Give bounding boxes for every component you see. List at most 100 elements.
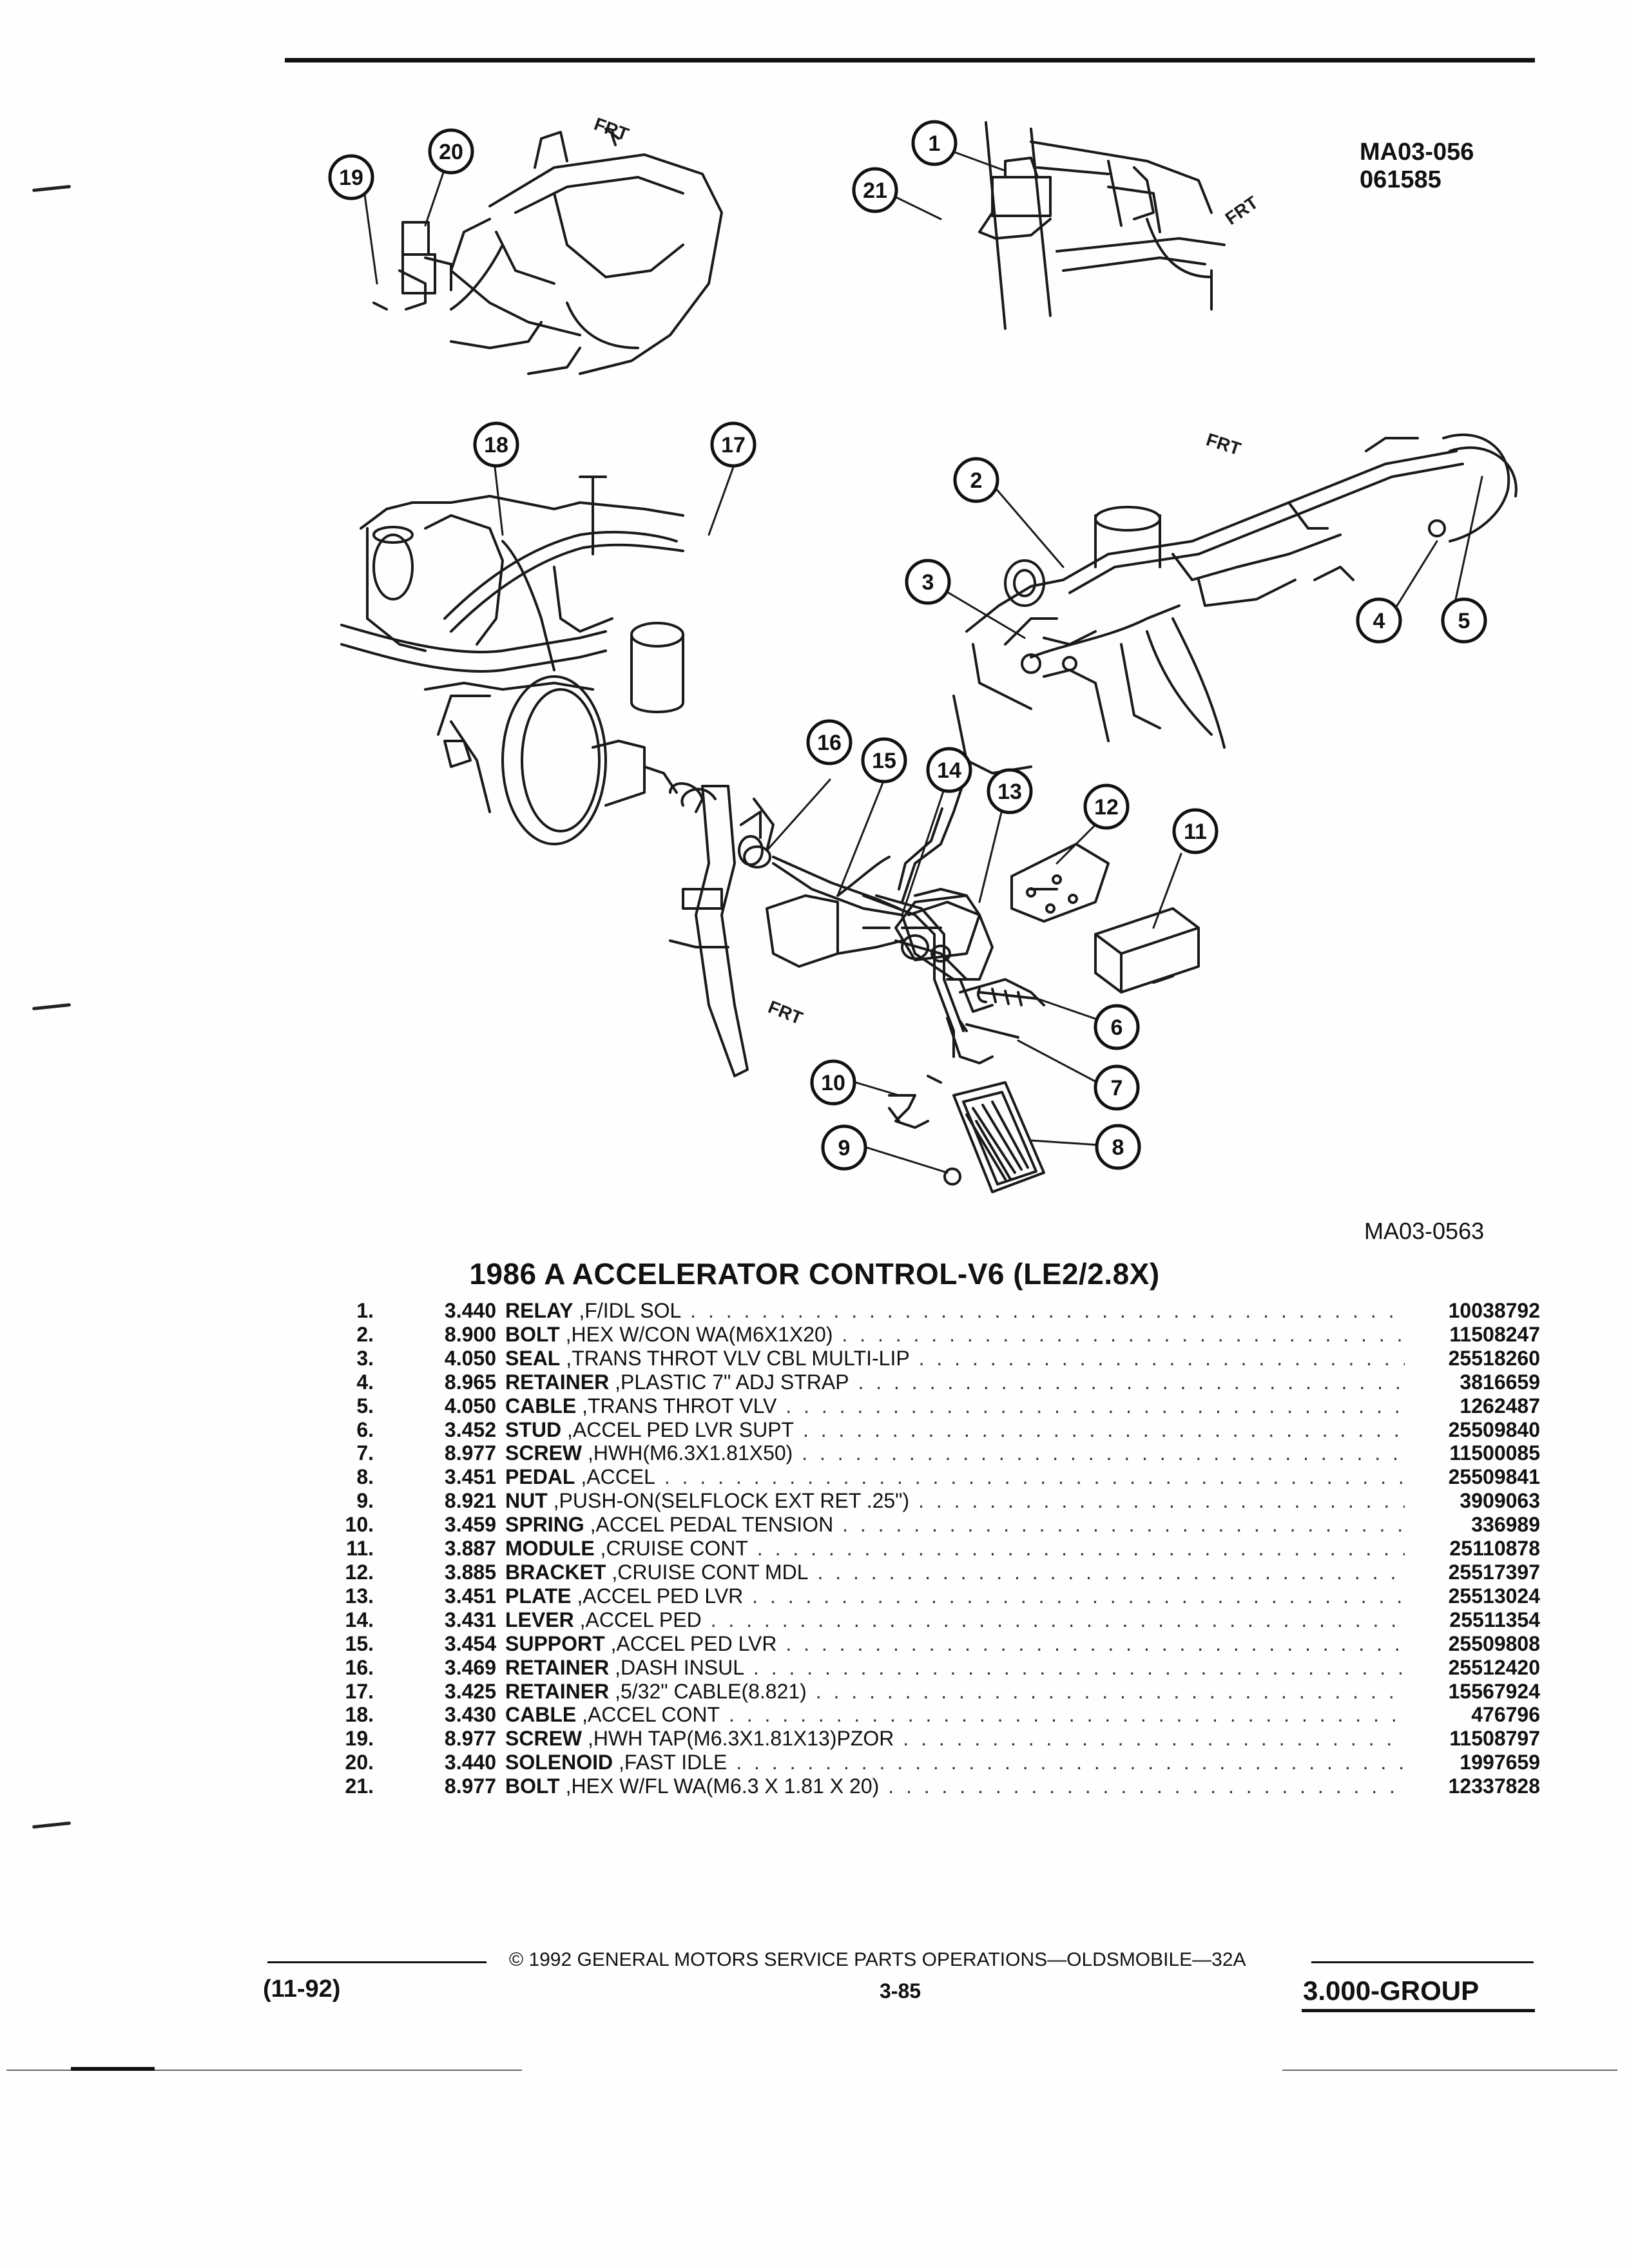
callout-15: 15 [861, 737, 907, 783]
scan-line-left [6, 2070, 522, 2071]
part-detail: ,F/IDL SOL [579, 1299, 682, 1322]
part-number: 25509808 [1448, 1631, 1540, 1655]
part-detail: ,CRUISE CONT MDL [612, 1560, 809, 1584]
callout-number: 16 [817, 731, 842, 755]
group-number: 3.451 [444, 1465, 496, 1489]
callout-number: 17 [721, 433, 746, 457]
callout-13: 13 [987, 768, 1033, 814]
group-number: 8.977 [444, 1774, 496, 1798]
callout-1: 1 [911, 120, 958, 166]
part-number: 25517397 [1448, 1560, 1540, 1584]
leader-dots: . . . . . . . . . . . . . . . . . . . . … [903, 1727, 1405, 1751]
part-detail: ,HWH TAP(M6.3X1.81X13)PZOR [588, 1727, 894, 1751]
callout-number: 11 [1184, 820, 1207, 844]
group-number: 8.965 [444, 1370, 496, 1394]
item-number: 9. [356, 1489, 374, 1513]
part-number: 10038792 [1448, 1299, 1540, 1322]
callout-16: 16 [806, 719, 853, 765]
part-detail: ,ACCEL CONT [582, 1703, 720, 1727]
part-detail: ,CRUISE CONT [600, 1537, 748, 1561]
section-group: 3.000-GROUP [1303, 1975, 1480, 2006]
item-number: 1. [356, 1299, 374, 1322]
part-number: 3909063 [1460, 1489, 1540, 1513]
item-number: 12. [345, 1560, 374, 1584]
part-number: 11500085 [1449, 1441, 1540, 1465]
leader-dots: . . . . . . . . . . . . . . . . . . . . … [858, 1370, 1405, 1394]
part-description: RELAY ,F/IDL SOL . . . . . . . . . . . .… [505, 1299, 1405, 1323]
leader-dots: . . . . . . . . . . . . . . . . . . . . … [918, 1489, 1405, 1513]
part-detail: ,PLASTIC 7" ADJ STRAP [615, 1370, 849, 1394]
item-number: 13. [345, 1584, 374, 1608]
item-number: 2. [356, 1322, 374, 1346]
callout-number: 8 [1112, 1135, 1124, 1160]
part-name: RELAY [505, 1299, 574, 1322]
callout-number: 10 [821, 1071, 845, 1095]
part-detail: ,HEX W/FL WA(M6.3 X 1.81 X 20) [565, 1774, 880, 1798]
copyright-notice: © 1992 GENERAL MOTORS SERVICE PARTS OPER… [509, 1949, 1246, 1970]
callout-number: 2 [970, 468, 983, 493]
part-name: SEAL [505, 1346, 561, 1370]
part-name: CABLE [505, 1394, 577, 1418]
part-description: BRACKET ,CRUISE CONT MDL . . . . . . . .… [505, 1561, 1405, 1584]
callout-4: 4 [1356, 597, 1402, 644]
leader-dots: . . . . . . . . . . . . . . . . . . . . … [728, 1703, 1405, 1727]
part-name: NUT [505, 1489, 548, 1513]
engine-detail-top-left [372, 128, 723, 375]
part-number: 25511354 [1449, 1608, 1540, 1631]
part-description: CABLE ,ACCEL CONT . . . . . . . . . . . … [505, 1703, 1405, 1727]
part-name: SCREW [505, 1727, 583, 1751]
part-description: RETAINER ,PLASTIC 7" ADJ STRAP . . . . .… [505, 1370, 1405, 1394]
leader-dots: . . . . . . . . . . . . . . . . . . . . … [664, 1465, 1405, 1489]
part-detail: ,PUSH-ON(SELFLOCK EXT RET .25") [553, 1489, 910, 1513]
callout-10: 10 [810, 1059, 856, 1106]
part-name: SUPPORT [505, 1631, 605, 1655]
part-name: BOLT [505, 1774, 560, 1798]
part-description: SUPPORT ,ACCEL PED LVR . . . . . . . . .… [505, 1632, 1405, 1656]
part-description: SPRING ,ACCEL PEDAL TENSION . . . . . . … [505, 1513, 1405, 1537]
callout-number: 4 [1373, 609, 1385, 633]
part-number: 11508797 [1449, 1727, 1540, 1751]
callout-7: 7 [1094, 1064, 1140, 1111]
leader-dots: . . . . . . . . . . . . . . . . . . . . … [757, 1537, 1405, 1561]
part-description: SCREW ,HWH(M6.3X1.81X50) . . . . . . . .… [505, 1441, 1405, 1465]
item-number: 21. [345, 1774, 374, 1798]
item-number: 6. [356, 1418, 374, 1441]
leader-dots: . . . . . . . . . . . . . . . . . . . . … [842, 1513, 1405, 1537]
footer-bottom-rule [1302, 2009, 1535, 2012]
binder-mark [32, 1821, 72, 1829]
part-number: 1997659 [1460, 1751, 1540, 1774]
part-number: 25509841 [1448, 1465, 1540, 1489]
callout-number: 13 [998, 780, 1022, 804]
callout-number: 18 [484, 433, 508, 457]
group-number: 3.454 [444, 1631, 496, 1655]
part-number: 25110878 [1449, 1537, 1540, 1561]
part-name: RETAINER [505, 1679, 610, 1703]
part-detail: ,5/32" CABLE(8.821) [615, 1679, 807, 1703]
part-description: NUT ,PUSH-ON(SELFLOCK EXT RET .25") . . … [505, 1489, 1405, 1513]
figure-code-top: MA03-056 [1360, 139, 1474, 166]
part-name: PEDAL [505, 1465, 575, 1489]
item-number: 3. [356, 1346, 374, 1370]
top-rule [285, 58, 1535, 62]
leader-dots: . . . . . . . . . . . . . . . . . . . . … [690, 1299, 1405, 1322]
part-detail: ,HWH(M6.3X1.81X50) [588, 1441, 793, 1465]
item-number: 10. [345, 1513, 374, 1537]
leader-dots: . . . . . . . . . . . . . . . . . . . . … [802, 1418, 1405, 1441]
leader-dots: . . . . . . . . . . . . . . . . . . . . … [918, 1346, 1405, 1370]
part-number: 25509840 [1448, 1418, 1540, 1441]
leader-dots: . . . . . . . . . . . . . . . . . . . . … [753, 1655, 1405, 1679]
group-number: 3.452 [444, 1418, 496, 1441]
part-detail: ,FAST IDLE [619, 1751, 728, 1774]
item-number: 16. [345, 1655, 374, 1679]
callout-number: 21 [863, 178, 887, 203]
part-detail: ,ACCEL PEDAL TENSION [590, 1513, 834, 1537]
figure-code-top-date: 061585 [1360, 166, 1441, 193]
engine-detail-middle-left [340, 476, 704, 845]
